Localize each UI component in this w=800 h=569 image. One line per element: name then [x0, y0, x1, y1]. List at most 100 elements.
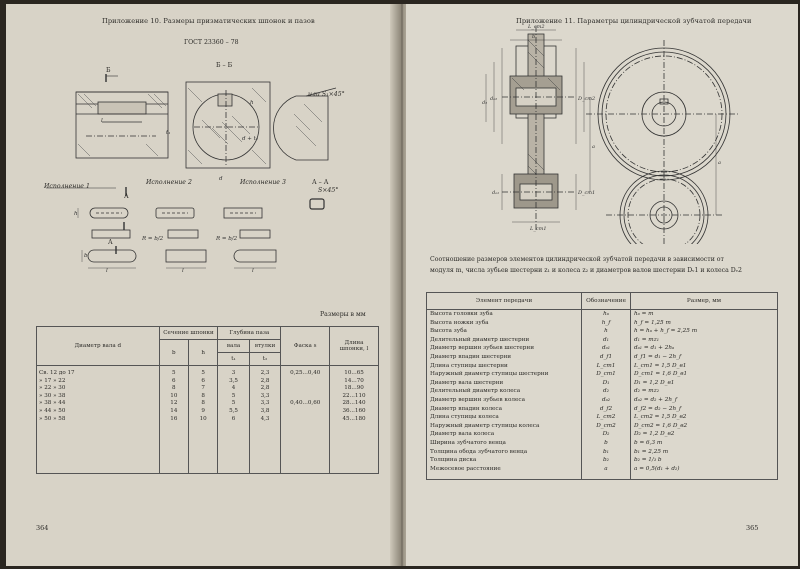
table-cell-d: Св. 12 до 17	[36, 365, 160, 378]
col-shaft-diameter: Диаметр вала d	[36, 326, 160, 366]
table-cell-size: D_ст1 = 1,6 D_в1	[630, 370, 778, 379]
table-cell-l: 28...140	[329, 400, 379, 408]
table-cell-name: Межосевое расстояние	[426, 464, 582, 481]
table-cell-name: Диаметр вершин зубьев колеса	[426, 395, 582, 405]
execution-2-label: Исполнение 2	[146, 179, 192, 186]
table-cell-b: 14	[158, 407, 189, 416]
table-cell-name: Диаметр вала колеса	[426, 430, 582, 439]
table-cell-t1: 5	[217, 392, 250, 401]
intro-line-2: модуля m, числа зубьев шестерни z₁ и кол…	[430, 267, 742, 274]
svg-text:h: h	[74, 211, 78, 217]
table-cell-name: Высота головки зуба	[426, 309, 582, 319]
table-cell-name: Длина ступицы шестерни	[426, 361, 582, 371]
table-cell-b: 6	[158, 377, 189, 386]
table-cell-size: b = 6,3 m	[630, 438, 778, 448]
svg-text:t₁: t₁	[166, 130, 170, 136]
table-cell-size: dₐ₁ = d₁ + 2hₐ	[630, 344, 778, 353]
book-spread: Приложение 10. Размеры призматических шп…	[6, 4, 798, 566]
table-cell-h: 8	[187, 400, 219, 408]
table-cell-l: 22...110	[329, 392, 379, 401]
table-cell-sym: b	[581, 438, 631, 448]
key-dimensions-table: Диаметр вала d Сечение шпонки Глубина па…	[36, 326, 379, 475]
svg-text:b: b	[532, 34, 535, 40]
col-chamfer: Фаска s	[280, 326, 331, 366]
col-t2: t₂	[248, 352, 282, 366]
left-page: Приложение 10. Размеры призматических шп…	[6, 4, 398, 566]
key-groove-drawing: l d t₁ l l l b h R = b/2 R = b/2 h d + t…	[46, 74, 337, 274]
table-cell-size: d₁ = mz₁	[630, 335, 778, 345]
table-cell-size: d_f2 = d₂ − 2h_f	[630, 404, 778, 414]
table-cell-sym: d_f1	[581, 352, 631, 362]
svg-text:d₂: d₂	[482, 100, 487, 106]
table-cell-size: b₂ = 1/₃ b	[630, 456, 778, 465]
table-cell-t2: 4,3	[248, 415, 282, 424]
table-cell-l: 36...160	[329, 407, 379, 416]
table-cell-name: Длина ступицы колеса	[426, 413, 582, 422]
view-label-aa: А – А	[312, 179, 329, 186]
col-key-section: Сечение шпонки	[158, 326, 219, 340]
svg-text:R = b/2: R = b/2	[141, 236, 164, 242]
table-cell-sym: b₂	[581, 456, 631, 465]
svg-text:l: l	[182, 268, 184, 274]
col-depth-hub: втулки	[248, 339, 282, 353]
table-cell-name: Диаметр впадин колеса	[426, 404, 582, 414]
col-depth-shaft: вала	[217, 339, 250, 353]
svg-text:L_ст1: L_ст1	[529, 226, 547, 232]
table-cell-name: Толщина обода зубчатого венца	[426, 447, 582, 457]
table-cell-s	[280, 392, 331, 401]
table-cell-t2: 2,3	[248, 365, 282, 378]
table-cell-h: 7	[187, 385, 219, 393]
col-h: h	[187, 339, 219, 366]
table-cell-name: Диаметр вала шестерни	[426, 378, 582, 388]
table-cell-h: 5	[187, 365, 219, 378]
table-cell-size: a = 0,5(d₁ + d₂)	[630, 464, 778, 481]
table-cell-sym: h	[581, 327, 631, 336]
table-cell-h: 9	[187, 407, 219, 416]
table-cell-b: 10	[158, 392, 189, 401]
table-cell-sym: dₐ₂	[581, 395, 631, 405]
col-size: Размер, мм	[630, 292, 778, 310]
table-cell-name: Делительный диаметр шестерни	[426, 335, 582, 345]
table-cell-sym: hₐ	[581, 309, 631, 319]
table-cell-t1: 5,5	[217, 407, 250, 416]
table-cell-size: b₁ = 2,25 m	[630, 447, 778, 457]
table-cell-sym: L_ст1	[581, 361, 631, 371]
table-cell-b: 8	[158, 385, 189, 393]
units-note: Размеры в мм	[320, 311, 366, 318]
left-page-header: Приложение 10. Размеры призматических шп…	[102, 17, 315, 25]
table-spacer-row	[36, 423, 379, 475]
table-cell-d: » 50 » 58	[36, 415, 160, 424]
table-cell-d: » 17 » 22	[36, 377, 160, 386]
table-cell-sym: D₁	[581, 378, 631, 388]
table-cell-name: Делительный диаметр колеса	[426, 387, 582, 396]
chamfer-note-2: S×45°	[318, 187, 339, 194]
execution-1-label: Исполнение 1	[44, 183, 90, 190]
svg-text:d + t₂: d + t₂	[242, 136, 258, 142]
table-cell-sym: dₐ₁	[581, 344, 631, 353]
table-cell-l: 10...65	[329, 365, 379, 378]
table-cell-d: » 44 » 50	[36, 407, 160, 416]
table-cell-size: L_ст2 = 1,5 D_в2	[630, 413, 778, 422]
table-cell-h: 8	[187, 392, 219, 401]
table-cell-size: hₐ = m	[630, 309, 778, 319]
table-cell-size: L_ст1 = 1,5 D_в1	[630, 361, 778, 371]
table-cell-s	[280, 377, 331, 386]
intro-line-1: Соотношение размеров элементов цилиндрич…	[430, 256, 724, 263]
table-cell-size: h_f = 1,25 m	[630, 318, 778, 328]
table-cell-name: Наружный диаметр ступицы шестерни	[426, 370, 582, 379]
